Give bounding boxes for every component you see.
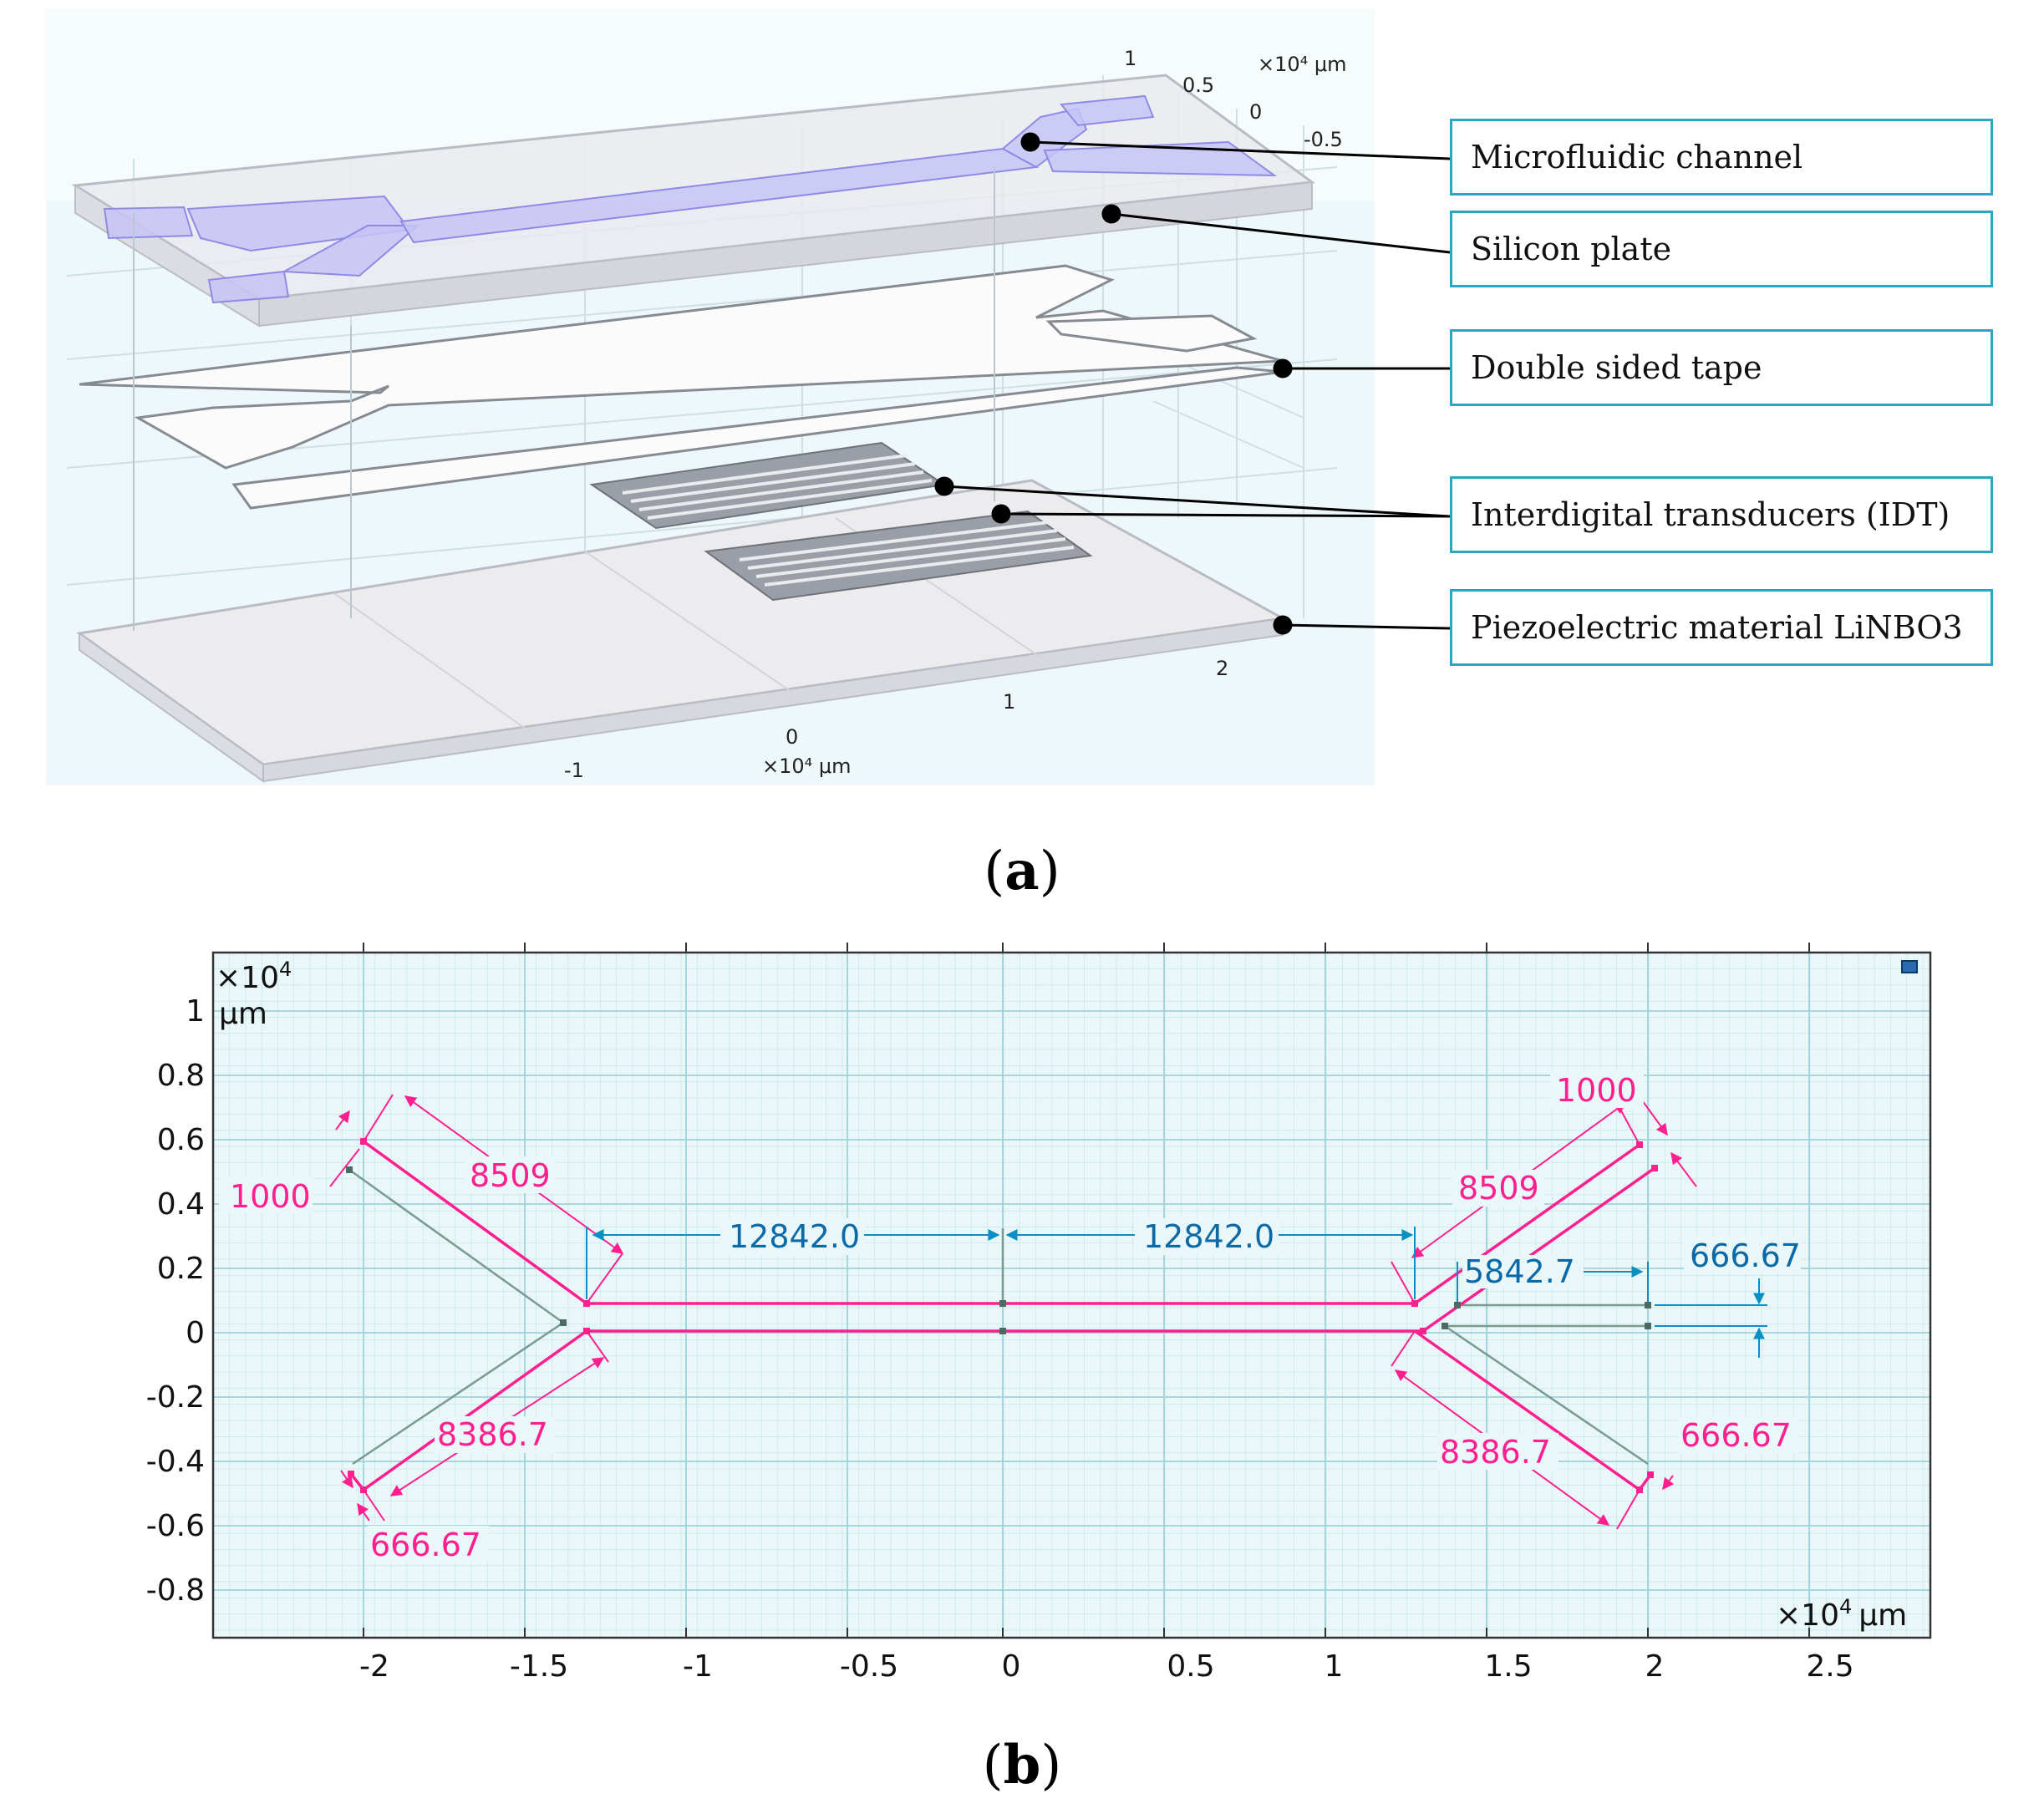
x-tick-label: -0.5 <box>840 1649 898 1684</box>
caption-open: ( <box>982 1735 1004 1796</box>
caption-letter: b <box>1003 1734 1041 1796</box>
dim-label: 12842.0 <box>1143 1218 1274 1255</box>
x-axis-labels: -2 -1.5 -1 -0.5 0 0.5 1 1.5 2 2.5 <box>359 1649 1854 1684</box>
y-unit-sup: 4 <box>279 958 292 981</box>
x-tick-label: 2.5 <box>1806 1649 1853 1684</box>
dim-label: 8509 <box>470 1157 551 1194</box>
label-silicon-plate: Silicon plate <box>1450 211 1993 287</box>
callout-dot <box>1273 358 1293 379</box>
y-tick-label: 0.6 <box>157 1123 205 1157</box>
callout-leaders <box>934 132 1451 635</box>
y-tick-label: -0.4 <box>146 1445 205 1479</box>
x-tick-label: -1 <box>683 1649 713 1684</box>
assembly-guides <box>133 167 995 631</box>
idt-lower <box>704 510 1093 602</box>
label-microfluidic-channel: Microfluidic channel <box>1450 119 1993 196</box>
dim-label: 8386.7 <box>437 1416 548 1453</box>
callout-text: Double sided tape <box>1471 349 1762 386</box>
panel-a-3d-view: 1 0.5 0 -0.5 ×10⁴ μm -1 0 1 2 ×10⁴ μm <box>0 0 2044 902</box>
x-tick-label: -2 <box>359 1649 389 1684</box>
callout-dot <box>1101 204 1121 224</box>
x-tick-label: 1.5 <box>1484 1649 1532 1684</box>
caption-close: ) <box>1040 1735 1062 1796</box>
y-axis-labels: 1 0.8 0.6 0.4 0.2 0 -0.2 -0.4 -0.6 -0.8 <box>146 994 205 1608</box>
idt-upper <box>589 441 947 530</box>
dim-label: 1000 <box>1556 1072 1637 1109</box>
y-tick-label: -0.2 <box>146 1380 205 1415</box>
caption-open: ( <box>984 841 1005 902</box>
caption-a: (a) <box>0 840 2044 902</box>
label-piezoelectric: Piezoelectric material LiNBO3 <box>1450 589 1993 666</box>
dim-label: 8509 <box>1458 1170 1539 1207</box>
axis-ticks <box>363 943 1810 1638</box>
top-axis-unit: ×10⁴ μm <box>1258 53 1347 76</box>
bottom-axis-tick: -1 <box>564 759 584 782</box>
label-double-sided-tape: Double sided tape <box>1450 329 1993 406</box>
y-unit-label: ×104 μm <box>216 958 292 1031</box>
dim-label: 5842.7 <box>1464 1253 1575 1290</box>
plot-grid <box>213 953 1930 1638</box>
y-tick-label: 0 <box>186 1316 205 1350</box>
callout-text: Microfluidic channel <box>1471 139 1803 175</box>
caption-close: ) <box>1039 841 1060 902</box>
bottom-axis-unit: ×10⁴ μm <box>762 755 852 778</box>
top-axis: 1 0.5 0 -0.5 ×10⁴ μm <box>1124 47 1347 151</box>
x-unit-exp: ×10 <box>1776 1598 1839 1633</box>
plot-frame <box>211 951 1932 1639</box>
caption-letter: a <box>1004 840 1040 902</box>
y-tick-label: 0.4 <box>157 1187 205 1222</box>
x-unit-label: ×104 μm <box>1776 1595 1907 1633</box>
dim-label: 8386.7 <box>1440 1434 1551 1471</box>
y-unit: μm <box>219 997 267 1031</box>
top-axis-tick: 0.5 <box>1182 74 1214 97</box>
callout-dot <box>991 504 1011 524</box>
top-axis-tick: 1 <box>1124 47 1136 70</box>
toolbar-icon[interactable] <box>1901 960 1918 973</box>
label-idt: Interdigital transducers (IDT) <box>1450 476 1993 553</box>
y-tick-label: -0.8 <box>146 1573 205 1608</box>
bottom-axis: -1 0 1 2 ×10⁴ μm <box>564 657 1228 782</box>
y-tick-label: 1 <box>186 994 205 1029</box>
callout-text: Interdigital transducers (IDT) <box>1471 496 1950 533</box>
exploded-3d-view: 1 0.5 0 -0.5 ×10⁴ μm -1 0 1 2 ×10⁴ μm <box>46 8 1451 785</box>
dim-label: 666.67 <box>1680 1417 1792 1454</box>
dim-label: 12842.0 <box>729 1218 860 1255</box>
y-unit-exp: ×10 <box>216 961 279 995</box>
major-grid <box>213 953 1930 1638</box>
dimension-labels: 1000 8509 12842.0 12842.0 1000 8509 5842… <box>219 1071 1801 1563</box>
y-tick-label: 0.2 <box>157 1252 205 1286</box>
x-tick-label: 1 <box>1325 1649 1344 1684</box>
svg-text:×104: ×104 <box>216 958 292 995</box>
callout-dot <box>934 476 954 496</box>
x-tick-label: 0 <box>1002 1649 1021 1684</box>
top-axis-tick: 0 <box>1249 100 1262 124</box>
callout-text: Silicon plate <box>1471 231 1672 267</box>
top-axis-tick: -0.5 <box>1304 128 1343 151</box>
construction-vertices <box>346 1166 1651 1334</box>
callout-text: Piezoelectric material LiNBO3 <box>1471 609 1963 646</box>
callout-dot <box>1020 132 1040 152</box>
y-tick-label: -0.6 <box>146 1509 205 1543</box>
bottom-axis-tick: 1 <box>1003 690 1015 714</box>
x-unit-sup: 4 <box>1839 1595 1852 1618</box>
x-unit: μm <box>1858 1598 1907 1633</box>
x-tick-label: 0.5 <box>1167 1649 1214 1684</box>
bottom-axis-tick: 0 <box>786 725 798 749</box>
dim-label: 1000 <box>230 1178 311 1215</box>
callout-dot <box>1273 615 1293 635</box>
y-tick-label: 0.8 <box>157 1059 205 1093</box>
dim-label: 666.67 <box>370 1527 481 1563</box>
x-tick-label: -1.5 <box>510 1649 568 1684</box>
x-tick-label: 2 <box>1645 1649 1665 1684</box>
bottom-axis-tick: 2 <box>1216 657 1228 680</box>
dim-label: 666.67 <box>1690 1237 1801 1274</box>
caption-b: (b) <box>0 1734 2044 1796</box>
